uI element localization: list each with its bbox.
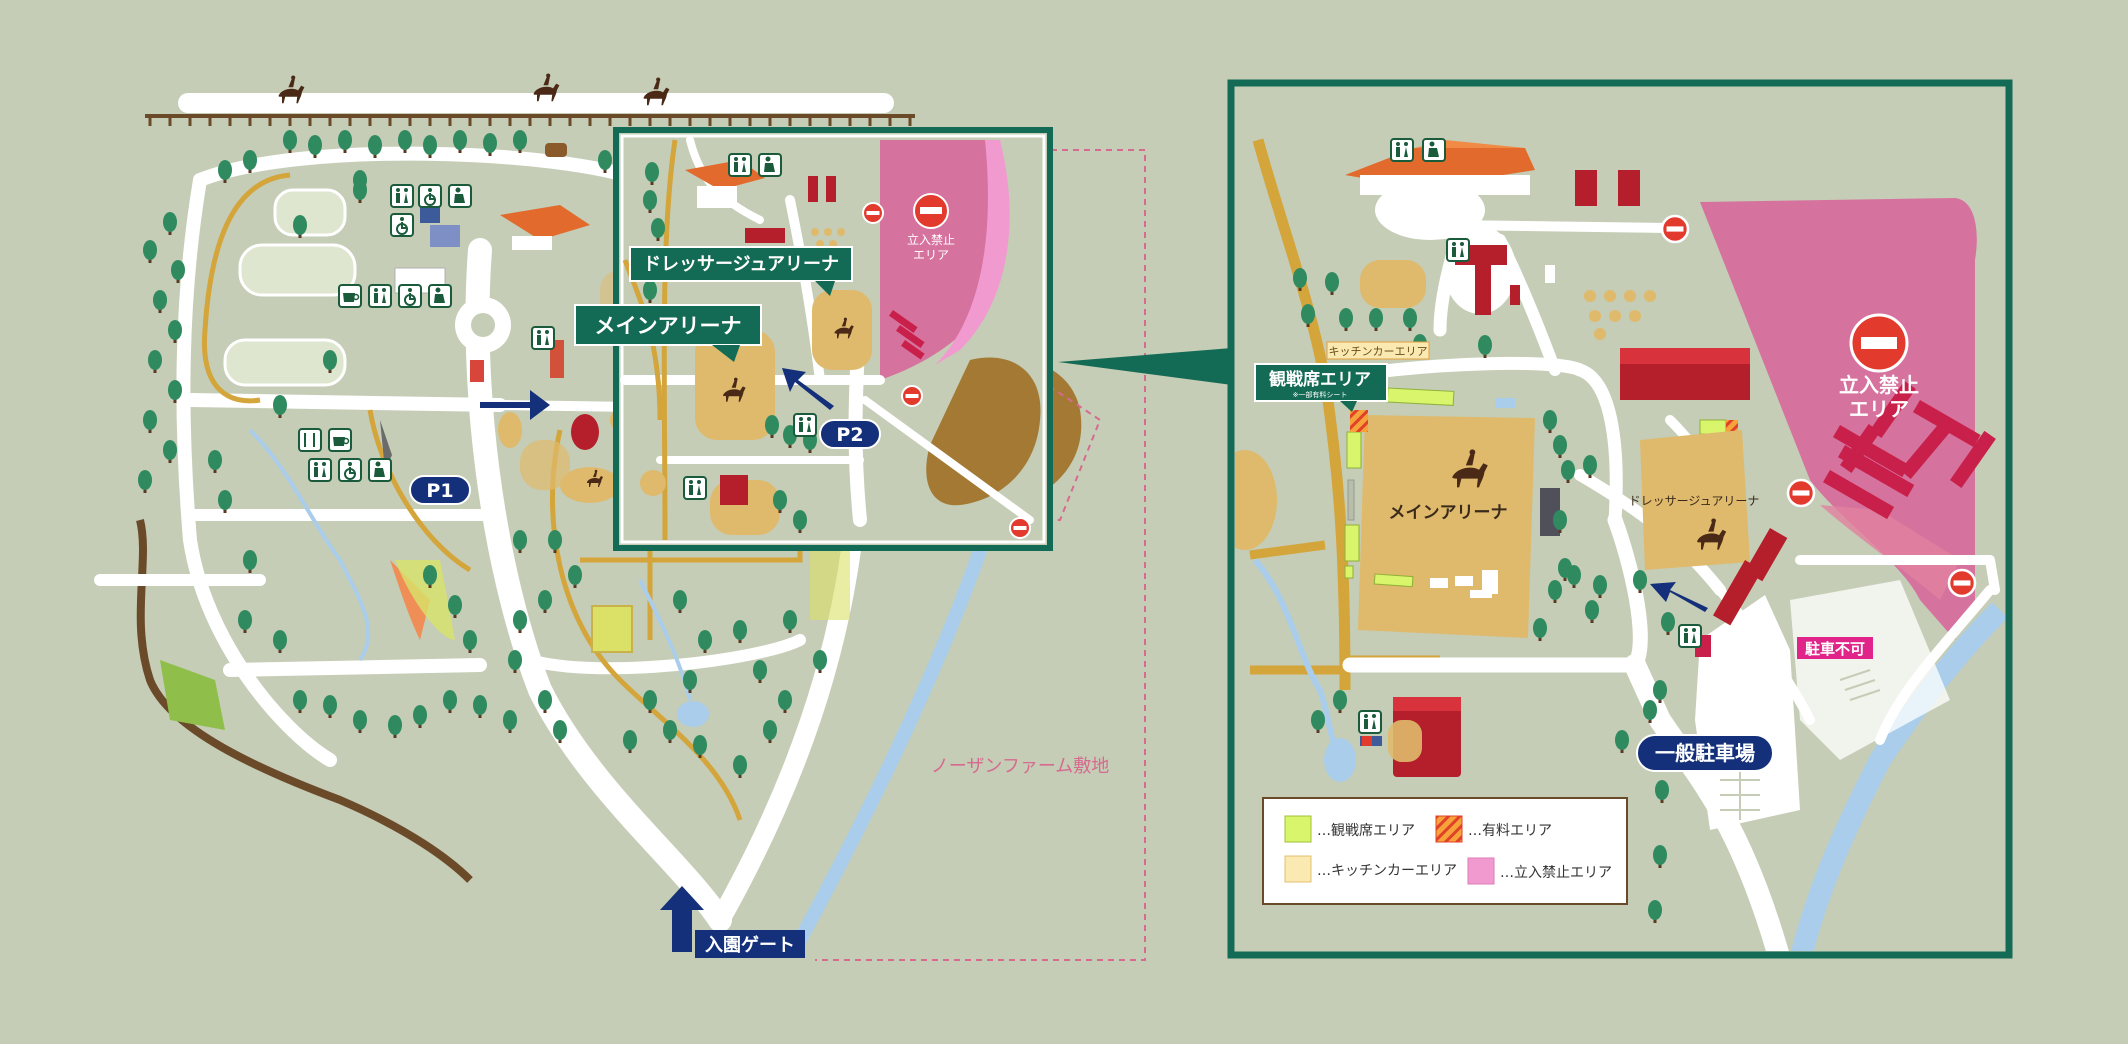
no-entry-sign-icon xyxy=(1947,568,1977,598)
no-entry-sign-icon xyxy=(901,385,923,407)
kitchen-car-area-tag: キッチンカーエリア xyxy=(1326,341,1430,360)
entrance-gate-badge[interactable]: 入園ゲート xyxy=(695,930,805,958)
baby-changing-icon xyxy=(1422,138,1446,162)
restroom-icon xyxy=(1390,138,1414,162)
restroom-icon xyxy=(1678,624,1702,648)
legend-swatch-spectator xyxy=(1284,815,1312,843)
dressage-arena-callout-label: ドレッサージュアリーナ xyxy=(643,254,839,275)
main-arena-callout: メインアリーナ xyxy=(574,304,762,362)
no-entry-label: 立入禁止 xyxy=(1839,373,1919,397)
restroom-icon xyxy=(1446,238,1470,262)
parking-p1-label: P1 xyxy=(426,480,453,502)
wheelchair-icon xyxy=(338,458,362,482)
northern-farm-label: ノーザンファーム敷地 xyxy=(931,756,1110,777)
dressage-arena-callout: ドレッサージュアリーナ xyxy=(629,246,853,296)
no-parking-label: 駐車不可 xyxy=(1805,640,1865,658)
main-arena xyxy=(1358,415,1535,638)
direction-arrow-icon xyxy=(1650,582,1708,612)
wheelchair-icon xyxy=(390,213,414,237)
general-parking-badge[interactable]: 一般駐車場 xyxy=(1636,734,1774,772)
legend-item-spectator: …観戦席エリア xyxy=(1284,815,1415,843)
no-entry-sign-icon xyxy=(1009,517,1031,539)
legend-label-kitchen-car: …キッチンカーエリア xyxy=(1317,863,1457,879)
zoom-connector xyxy=(1058,348,1232,385)
spectator-area-label: 観戦席エリア xyxy=(1269,369,1371,390)
legend-label-spectator: …観戦席エリア xyxy=(1317,822,1415,839)
farm-boundary xyxy=(815,149,1146,961)
restroom-icon xyxy=(308,458,332,482)
overview-inset: 立入禁止 エリア ドレッサージュアリーナ メインアリーナ P2 xyxy=(574,127,1053,551)
river xyxy=(1790,602,2005,951)
restroom-icon xyxy=(368,284,392,308)
no-entry-sign-icon xyxy=(862,202,884,224)
entrance-gate-label: 入園ゲート xyxy=(705,934,795,956)
parking-p1-badge[interactable]: P1 xyxy=(409,475,471,505)
direction-arrow-icon xyxy=(782,368,834,410)
legend-swatch-kitchen-car xyxy=(1284,855,1312,883)
cafe-icon xyxy=(328,428,352,452)
farm-building xyxy=(500,205,590,240)
round-building xyxy=(571,414,599,450)
kitchen-car-area-label: キッチンカーエリア xyxy=(1329,345,1428,358)
no-parking-tag: 駐車不可 xyxy=(1797,637,1873,659)
restroom-icon xyxy=(1358,710,1382,734)
overview-map: P1 入園ゲート ノーザンファーム敷地 xyxy=(94,73,1146,961)
spectator-area-callout: 観戦席エリア ※一部有料シート xyxy=(1254,363,1388,412)
restaurant-icon xyxy=(298,428,322,452)
parking-p2-badge[interactable]: P2 xyxy=(819,419,881,449)
restroom-icon xyxy=(531,326,555,350)
baby-changing-icon xyxy=(428,284,452,308)
dressage-arena-label: ドレッサージュアリーナ xyxy=(1629,494,1760,508)
detail-map: メインアリーナ ドレッサージュアリーナ xyxy=(1227,79,2013,959)
legend-item-no-entry: …立入禁止エリア xyxy=(1467,857,1612,885)
fence xyxy=(148,116,912,126)
no-entry-buildings xyxy=(1822,380,1996,520)
main-arena-label: メインアリーナ xyxy=(1389,503,1508,523)
legend-swatch-no-entry xyxy=(1467,857,1495,885)
no-entry-sign-icon xyxy=(1660,214,1690,244)
training-track xyxy=(178,93,894,113)
legend-item-paid: …有料エリア xyxy=(1435,815,1552,843)
paid-area xyxy=(1350,410,1368,432)
small-arena xyxy=(1360,260,1426,308)
baby-changing-icon xyxy=(368,458,392,482)
legend-label-paid: …有料エリア xyxy=(1468,823,1552,839)
restroom-icon xyxy=(390,184,414,208)
legend: …観戦席エリア …有料エリア …キッチンカーエリア …立入禁止エリア xyxy=(1262,797,1628,905)
direction-arrow-icon xyxy=(480,390,550,420)
wheelchair-icon xyxy=(418,184,442,208)
spectator-area-sublabel: ※一部有料シート xyxy=(1293,390,1348,399)
no-entry-label-2: エリア xyxy=(1849,397,1909,421)
inset-no-entry-label: 立入禁止 xyxy=(907,232,955,247)
stream xyxy=(1252,558,1343,762)
cafe-icon xyxy=(338,284,362,308)
legend-item-kitchen-car: …キッチンカーエリア xyxy=(1284,855,1457,883)
inset-no-entry-label-2: エリア xyxy=(913,248,949,262)
no-entry-sign-icon xyxy=(1786,478,1816,508)
winding-trail xyxy=(136,519,473,883)
legend-label-no-entry: …立入禁止エリア xyxy=(1500,865,1612,881)
wheelchair-icon xyxy=(398,284,422,308)
entrance-arrow-icon xyxy=(660,886,704,952)
field-patch xyxy=(160,660,225,730)
general-parking-label: 一般駐車場 xyxy=(1655,741,1755,765)
baby-changing-icon xyxy=(448,184,472,208)
legend-swatch-paid xyxy=(1435,815,1463,843)
main-arena-callout-label: メインアリーナ xyxy=(595,314,742,338)
parking-p2-label: P2 xyxy=(836,424,863,446)
